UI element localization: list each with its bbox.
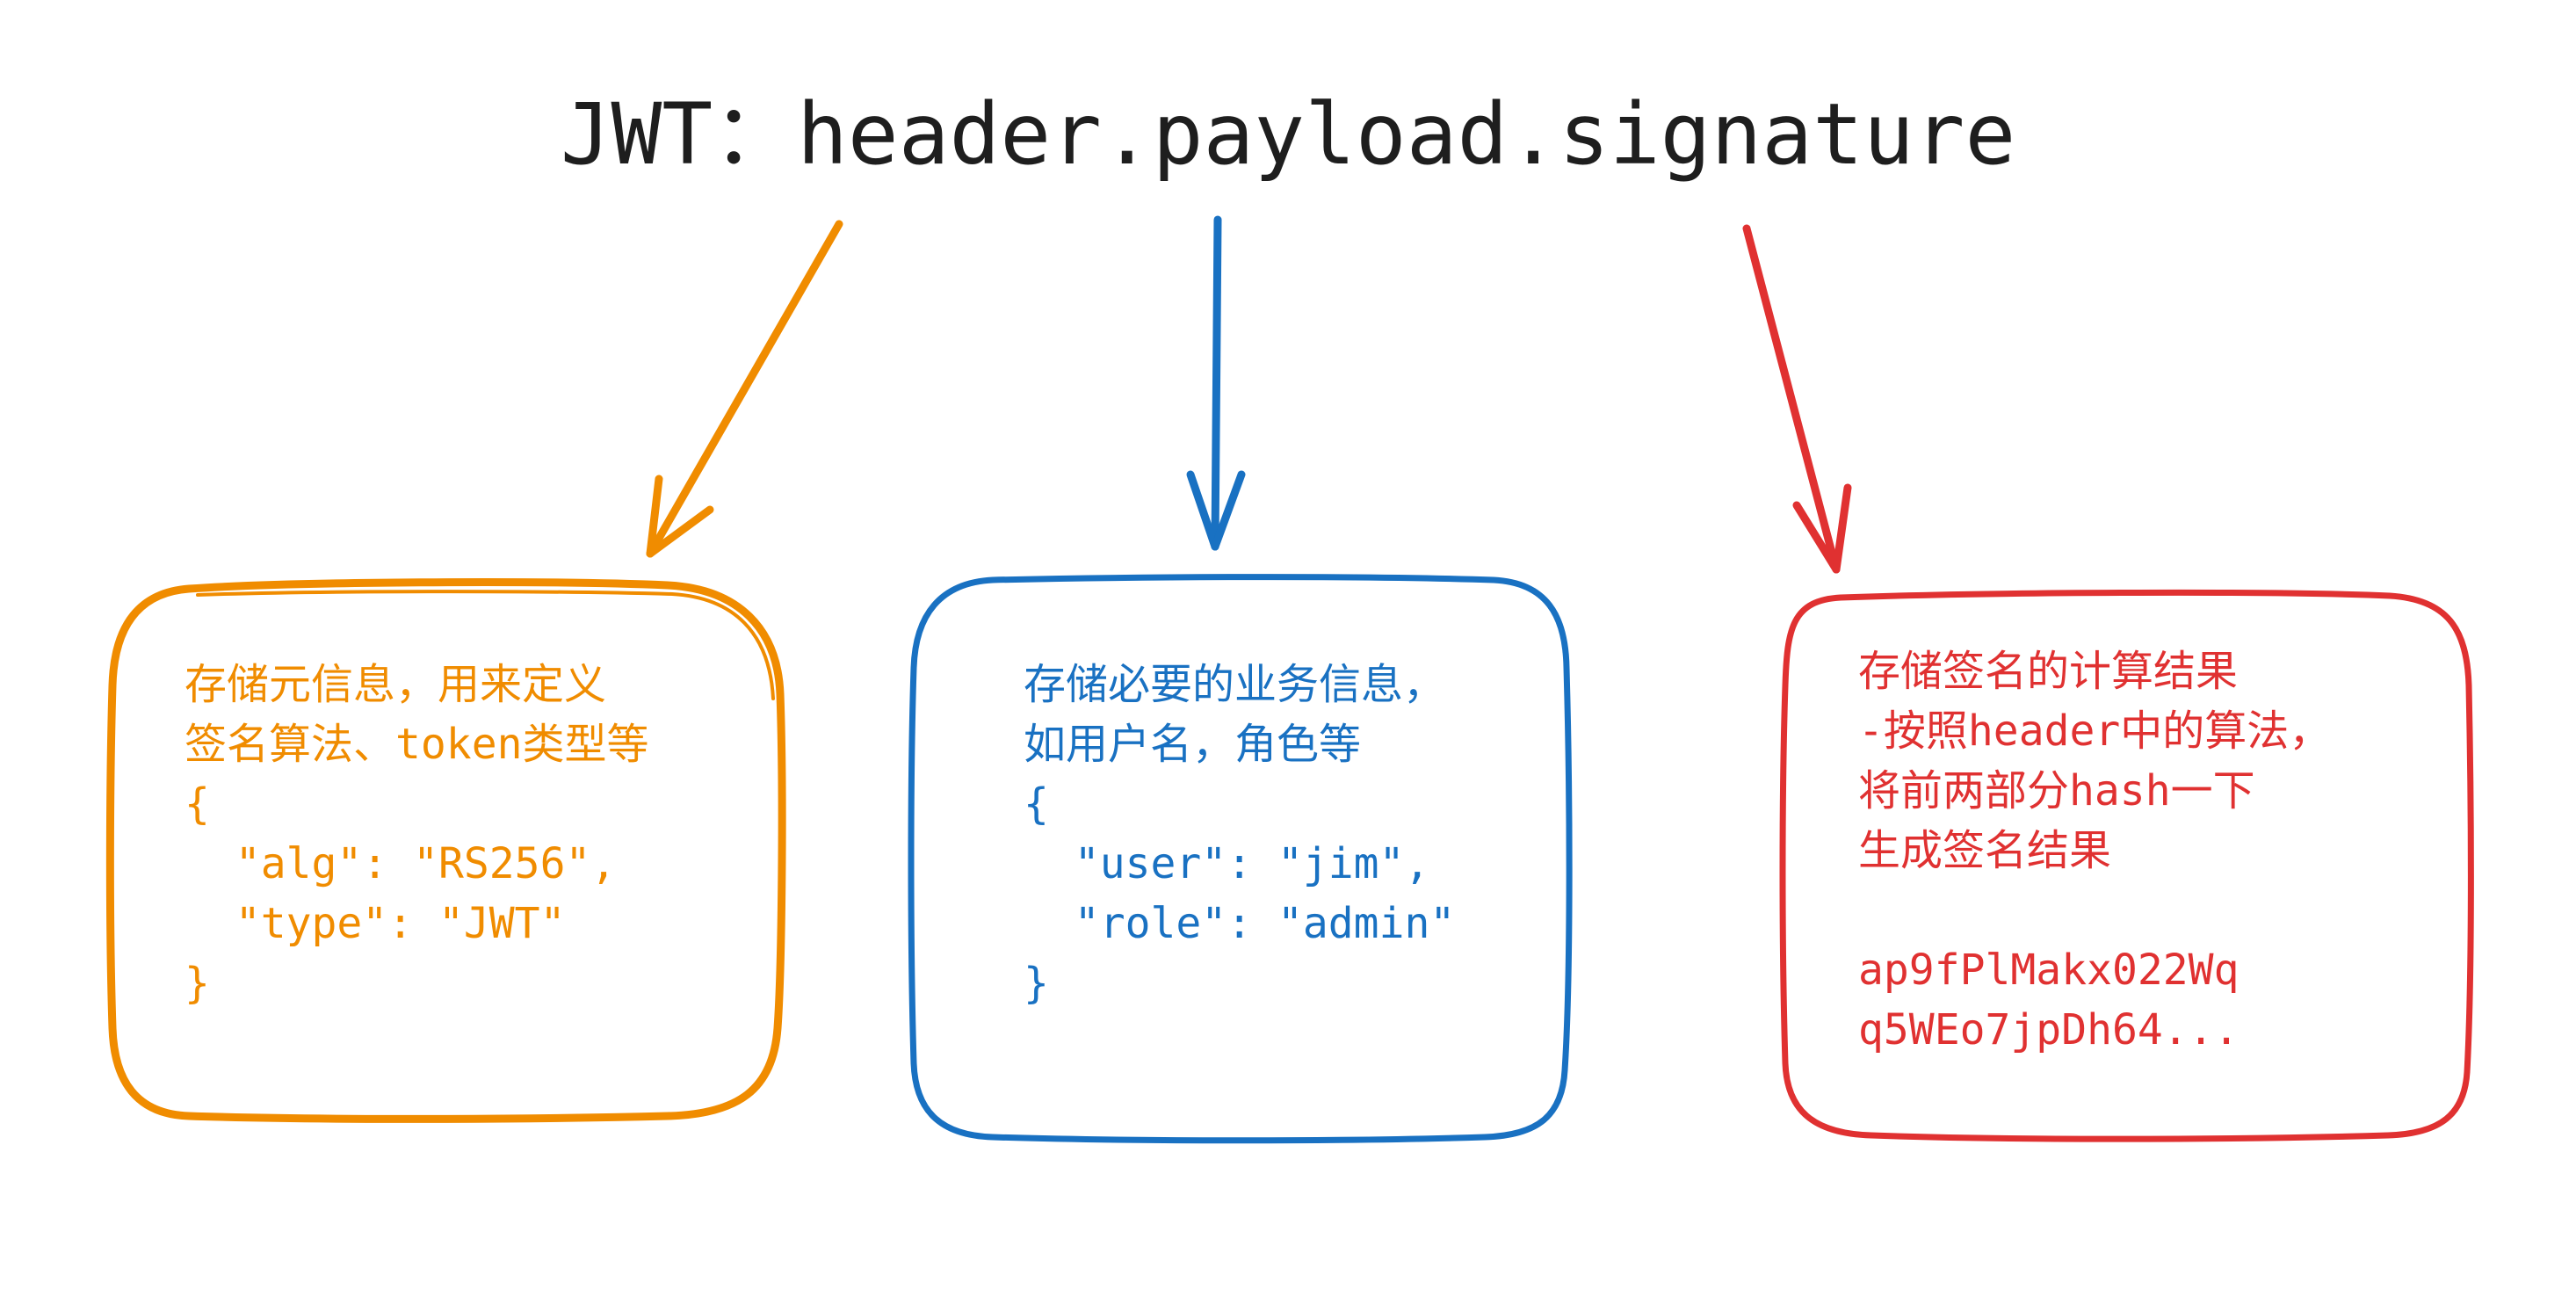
- header-box-border: [105, 578, 786, 1123]
- payload-arrow: [1186, 215, 1246, 551]
- signature-desc-line-3: 将前两部分hash一下: [1858, 766, 2255, 815]
- header-note: 存储元信息，用来定义 签名算法、token类型等 { "alg": "RS256…: [185, 655, 649, 1013]
- header-desc-line-2: 签名算法、token类型等: [185, 720, 649, 769]
- signature-desc-line-2: -按照header中的算法，: [1858, 707, 2332, 756]
- payload-code-line-4: }: [1024, 959, 1049, 1008]
- signature-gap: [1858, 881, 2331, 940]
- title-format: header.payload.signature: [797, 85, 2016, 184]
- jwt-format-title: JWT：header.payload.signature: [0, 92, 2576, 177]
- header-code-line-3: "type": "JWT": [185, 899, 566, 948]
- header-arrow: [646, 220, 843, 558]
- header-code-line-2: "alg": "RS256",: [185, 839, 617, 888]
- payload-box-border: [908, 574, 1573, 1144]
- header-desc-line-1: 存储元信息，用来定义: [185, 660, 607, 709]
- payload-code-line-3: "role": "admin": [1024, 899, 1456, 948]
- payload-note: 存储必要的业务信息， 如用户名，角色等 { "user": "jim", "ro…: [1024, 655, 1455, 1013]
- header-code-line-4: }: [185, 959, 210, 1008]
- signature-sample-line-1: ap9fPlMakx022Wq: [1858, 946, 2240, 995]
- payload-desc-line-2: 如用户名，角色等: [1024, 720, 1362, 769]
- signature-desc-line-4: 生成签名结果: [1858, 826, 2112, 875]
- payload-desc-line-1: 存储必要的业务信息，: [1024, 660, 1446, 709]
- signature-note: 存储签名的计算结果 -按照header中的算法， 将前两部分hash一下 生成签…: [1858, 641, 2331, 1060]
- signature-box-border: [1779, 589, 2474, 1142]
- signature-arrow: [1742, 224, 1852, 574]
- title-prefix: JWT：: [560, 85, 798, 184]
- payload-code-line-2: "user": "jim",: [1024, 839, 1430, 888]
- signature-desc-line-1: 存储签名的计算结果: [1858, 647, 2239, 696]
- payload-code-line-1: {: [1024, 779, 1049, 829]
- signature-sample-line-2: q5WEo7jpDh64...: [1858, 1005, 2240, 1054]
- header-code-line-1: {: [185, 779, 210, 829]
